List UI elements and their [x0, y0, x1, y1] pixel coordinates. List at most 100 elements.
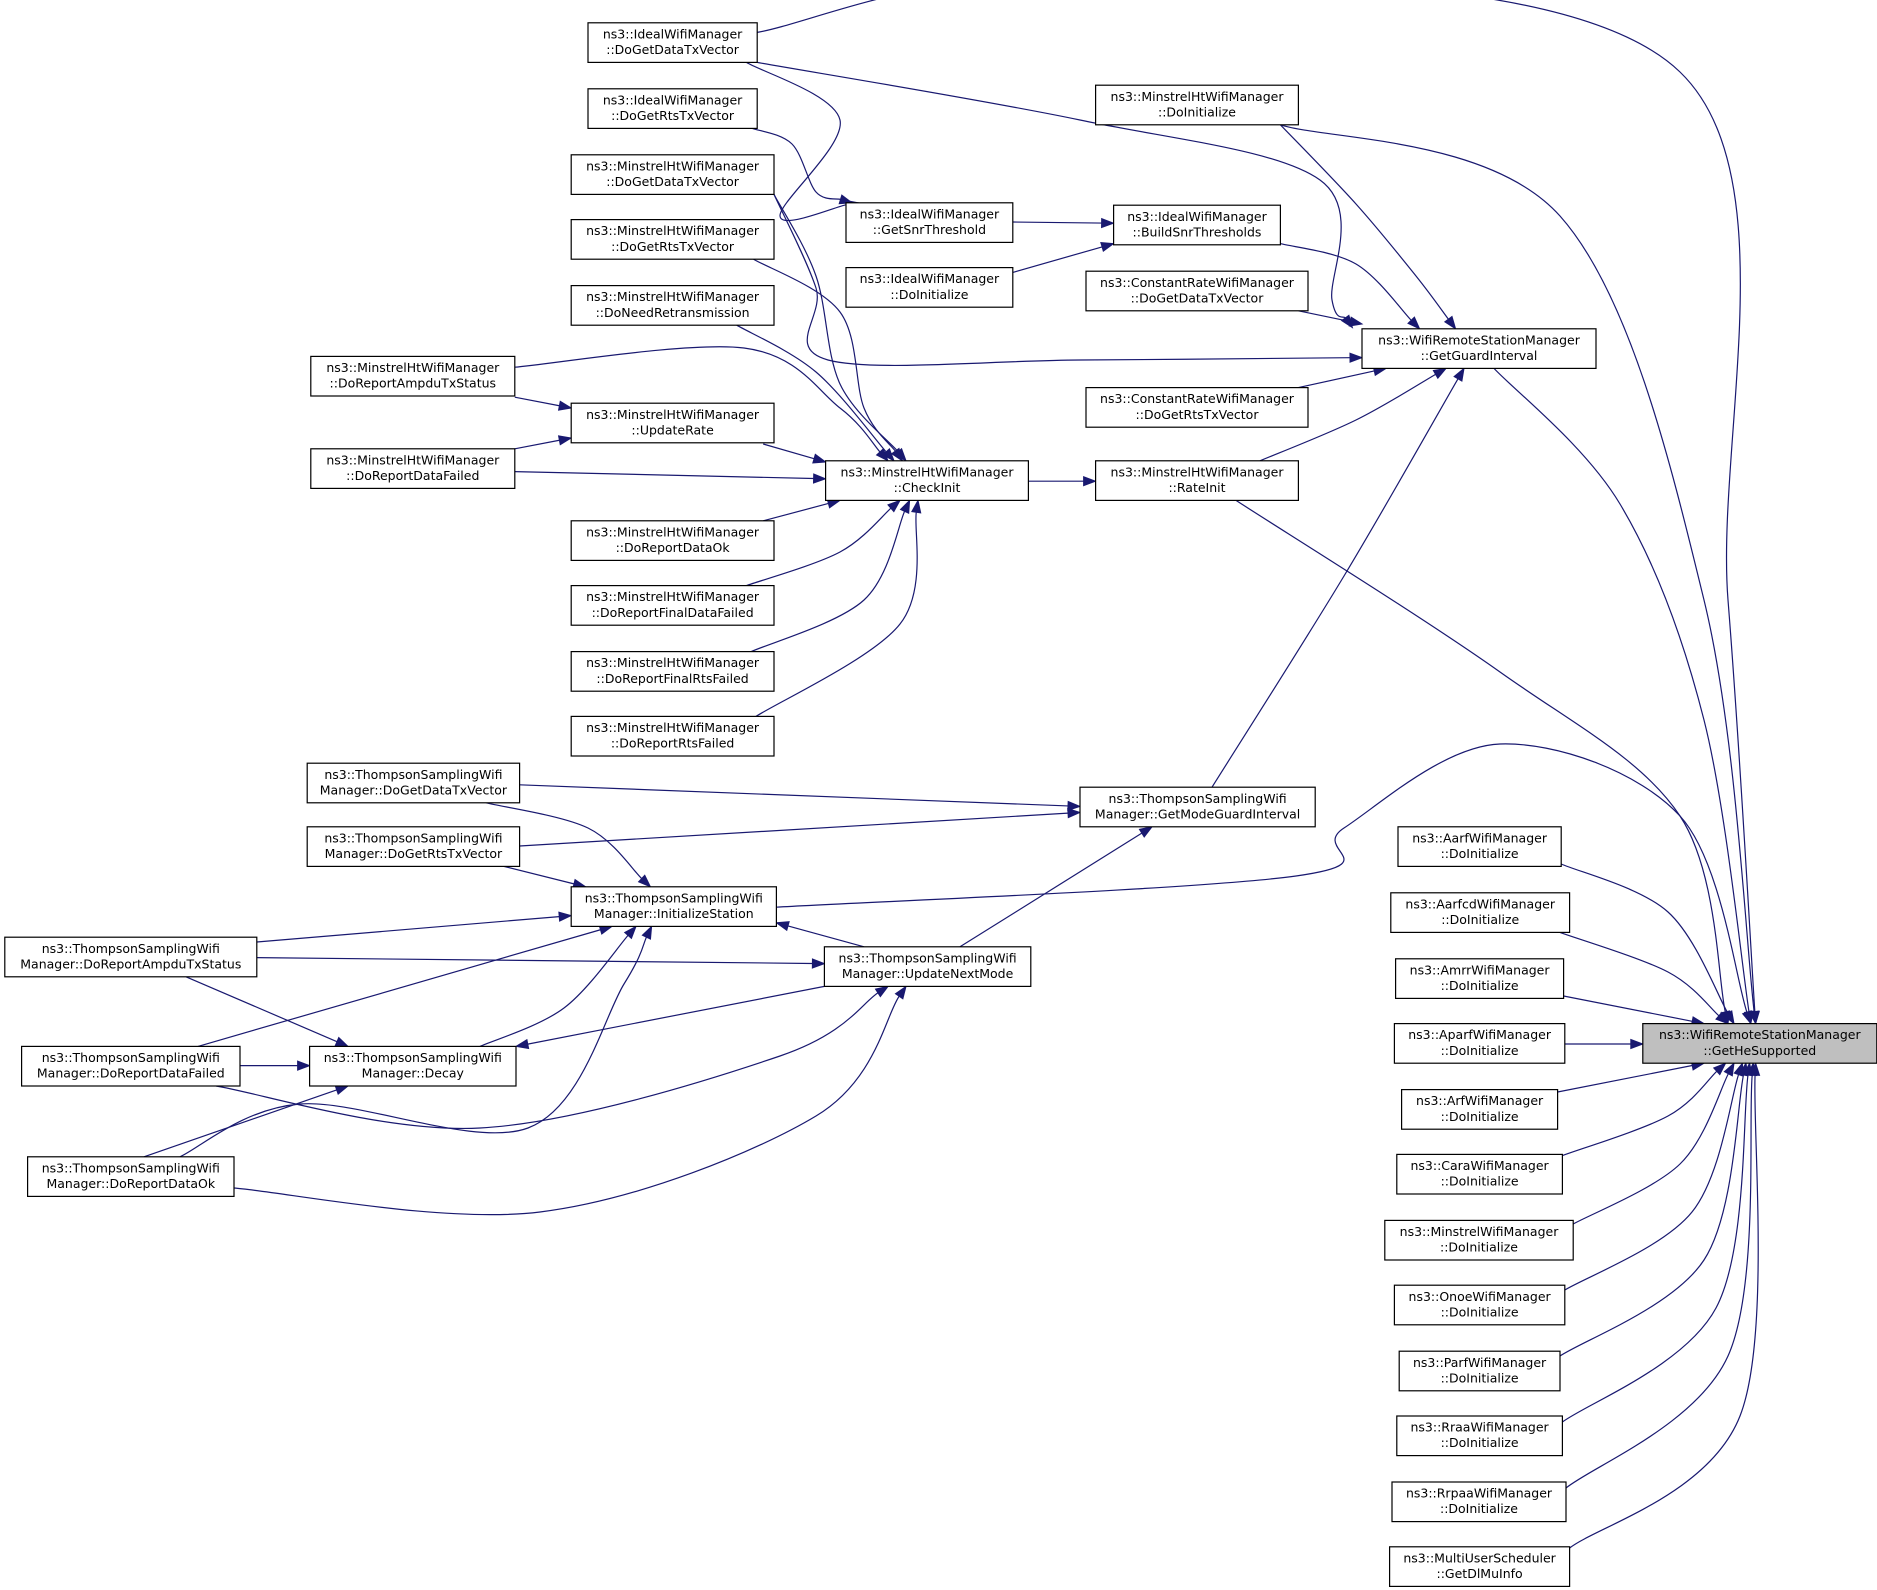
function-node-TsDoReportDataOk[interactable]: ns3::ThompsonSamplingWifiManager::DoRepo…	[27, 1156, 235, 1198]
function-node-TsDoGetDataTxVector[interactable]: ns3::ThompsonSamplingWifiManager::DoGetD…	[306, 762, 521, 804]
function-node-MhtDoReportRtsFailed[interactable]: ns3::MinstrelHtWifiManager::DoReportRtsF…	[570, 715, 775, 757]
edge-line	[773, 194, 899, 453]
function-node-AparfDoInitialize[interactable]: ns3::AparfWifiManager::DoInitialize	[1393, 1022, 1566, 1064]
function-node-MhtDoReportFinalDataFailed[interactable]: ns3::MinstrelHtWifiManager::DoReportFina…	[570, 584, 775, 626]
call-edge-AarfcdDoInitialize-to-WrsmGetHeSupported	[1559, 931, 1730, 1025]
node-box	[1112, 204, 1281, 246]
function-node-TsGetModeGuardInterval[interactable]: ns3::ThompsonSamplingWifiManager::GetMod…	[1079, 786, 1316, 828]
function-node-AmrrDoInitialize[interactable]: ns3::AmrrWifiManager::DoInitialize	[1394, 958, 1565, 999]
arrowhead	[641, 925, 653, 940]
function-node-TsUpdateNextMode[interactable]: ns3::ThompsonSamplingWifiManager::Update…	[823, 946, 1032, 987]
arrowhead	[1723, 1061, 1735, 1077]
arrowhead	[1101, 217, 1116, 229]
call-edge-CaraDoInitialize-to-WrsmGetHeSupported	[1562, 1062, 1727, 1157]
call-edge-TsDoReportAmpduTxStatus-to-TsUpdateNextMode	[256, 957, 826, 969]
function-node-IdealDoGetRtsTxVector[interactable]: ns3::IdealWifiManager::DoGetRtsTxVector	[587, 88, 758, 130]
edge-line	[1012, 221, 1102, 224]
focus-node-WrsmGetHeSupported[interactable]: ns3::WifiRemoteStationManager::GetHeSupp…	[1642, 1022, 1877, 1064]
function-node-ParfDoInitialize[interactable]: ns3::ParfWifiManager::DoInitialize	[1398, 1350, 1561, 1392]
edge-line	[1562, 1075, 1749, 1423]
call-edge-AmrrDoInitialize-to-WrsmGetHeSupported	[1563, 995, 1706, 1027]
function-node-RraaDoInitialize[interactable]: ns3::RraaWifiManager::DoInitialize	[1396, 1415, 1564, 1457]
function-node-MinstrelDoInitialize[interactable]: ns3::MinstrelWifiManager::DoInitialize	[1384, 1219, 1574, 1261]
node-box	[570, 154, 775, 196]
arrowhead	[1067, 807, 1082, 819]
function-node-MhtRateInit[interactable]: ns3::MinstrelHtWifiManager::RateInit	[1094, 460, 1299, 501]
arrowhead	[874, 985, 890, 998]
call-edge-TsDoReportDataFailed-to-TsDecay	[240, 1060, 312, 1071]
node-label-line-1: ns3::MinstrelHtWifiManager	[586, 289, 760, 304]
function-node-MusGetDlMuInfo[interactable]: ns3::MultiUserScheduler::GetDlMuInfo	[1388, 1546, 1571, 1588]
edge-line	[959, 832, 1143, 948]
edge-line	[514, 396, 560, 407]
call-edge-MhtDoNeedRetransmission-to-MhtCheckInit	[736, 324, 895, 462]
function-node-IdealBuildSnrThresholds[interactable]: ns3::IdealWifiManager::BuildSnrThreshold…	[1112, 204, 1281, 246]
node-label-line-2: ::DoReportAmpduTxStatus	[330, 376, 497, 391]
function-node-ArfDoInitialize[interactable]: ns3::ArfWifiManager::DoInitialize	[1400, 1088, 1559, 1130]
function-node-MhtUpdateRate[interactable]: ns3::MinstrelHtWifiManager::UpdateRate	[570, 402, 775, 444]
node-label-line-1: ns3::MinstrelHtWifiManager	[586, 407, 760, 422]
arrowhead	[1443, 315, 1457, 330]
call-edge-TsDoReportDataOk-to-TsUpdateNextMode	[233, 985, 907, 1216]
function-node-IdealGetSnrThreshold[interactable]: ns3::IdealWifiManager::GetSnrThreshold	[845, 202, 1014, 244]
function-node-AarfcdDoInitialize[interactable]: ns3::AarfcdWifiManager::DoInitialize	[1390, 892, 1571, 933]
function-node-MhtDoReportDataOk[interactable]: ns3::MinstrelHtWifiManager::DoReportData…	[570, 520, 775, 561]
node-label-line-2: Manager::DoReportDataOk	[46, 1176, 215, 1191]
node-label-line-2: ::DoGetRtsTxVector	[1136, 407, 1260, 422]
function-node-OnoeDoInitialize[interactable]: ns3::OnoeWifiManager::DoInitialize	[1393, 1284, 1566, 1326]
function-node-TsDoGetRtsTxVector[interactable]: ns3::ThompsonSamplingWifiManager::DoGetR…	[306, 826, 521, 867]
node-label-line-2: ::DoReportDataOk	[616, 540, 731, 555]
function-node-IdealDoInitialize[interactable]: ns3::IdealWifiManager::DoInitialize	[845, 267, 1014, 308]
node-label-line-2: Manager::UpdateNextMode	[842, 966, 1014, 981]
edge-line	[1012, 246, 1103, 273]
function-node-MhtDoGetDataTxVector[interactable]: ns3::MinstrelHtWifiManager::DoGetDataTxV…	[570, 154, 775, 196]
function-node-CaraDoInitialize[interactable]: ns3::CaraWifiManager::DoInitialize	[1396, 1153, 1564, 1195]
function-node-TsInitializeStation[interactable]: ns3::ThompsonSamplingWifiManager::Initia…	[570, 886, 778, 927]
call-edge-AarfDoInitialize-to-WrsmGetHeSupported	[1560, 863, 1735, 1025]
node-label-line-2: ::DoInitialize	[1441, 1109, 1519, 1124]
call-edge-TsUpdateNextMode-to-TsDecay	[514, 985, 825, 1050]
function-node-MhtDoReportAmpduTxStatus[interactable]: ns3::MinstrelHtWifiManager::DoReportAmpd…	[310, 355, 516, 397]
node-label-line-1: ns3::IdealWifiManager	[1127, 209, 1267, 224]
node-label-line-2: ::DoInitialize	[1441, 1370, 1519, 1385]
arrowhead	[812, 473, 828, 484]
call-edge-MhtUpdateRate-to-MhtCheckInit	[763, 443, 827, 464]
function-node-TsDoReportAmpduTxStatus[interactable]: ns3::ThompsonSamplingWifiManager::DoRepo…	[4, 936, 258, 978]
function-node-RrpaaDoInitialize[interactable]: ns3::RrpaaWifiManager::DoInitialize	[1391, 1481, 1567, 1523]
function-node-WrsmGetGuardInterval[interactable]: ns3::WifiRemoteStationManager::GetGuardI…	[1361, 328, 1597, 369]
edge-line	[1280, 124, 1755, 1012]
node-box	[1393, 1022, 1566, 1064]
edge-line	[1235, 499, 1726, 1013]
node-label-line-1: ns3::MinstrelHtWifiManager	[326, 360, 500, 375]
call-edge-MhtDoReportAmpduTxStatus-to-MhtCheckInit	[514, 346, 889, 462]
edge-line	[1298, 370, 1375, 389]
function-node-MhtDoReportDataFailed[interactable]: ns3::MinstrelHtWifiManager::DoReportData…	[310, 448, 516, 489]
function-node-MhtDoInitialize[interactable]: ns3::MinstrelHtWifiManager::DoInitialize	[1094, 84, 1299, 126]
node-label-line-1: ns3::AparfWifiManager	[1408, 1027, 1552, 1042]
edge-line	[750, 511, 906, 653]
function-node-IdealDoGetDataTxVector[interactable]: ns3::IdealWifiManager::DoGetDataTxVector	[587, 22, 758, 63]
arrowhead	[1348, 316, 1364, 327]
function-node-MhtDoGetRtsTxVector[interactable]: ns3::MinstrelHtWifiManager::DoGetRtsTxVe…	[570, 219, 775, 260]
function-node-CrDoGetRtsTxVector[interactable]: ns3::ConstantRateWifiManager::DoGetRtsTx…	[1085, 387, 1309, 428]
edge-line	[233, 995, 900, 1216]
function-node-MhtDoReportFinalRtsFailed[interactable]: ns3::MinstrelHtWifiManager::DoReportFina…	[570, 650, 775, 692]
node-box	[824, 460, 1029, 501]
function-node-MhtCheckInit[interactable]: ns3::MinstrelHtWifiManager::CheckInit	[824, 460, 1029, 501]
function-node-TsDoReportDataFailed[interactable]: ns3::ThompsonSamplingWifiManager::DoRepo…	[21, 1045, 241, 1087]
node-label-line-1: ns3::ThompsonSamplingWifi	[42, 1050, 220, 1065]
edge-line	[215, 992, 879, 1130]
node-label-line-1: ns3::MinstrelHtWifiManager	[586, 720, 760, 735]
node-box	[1085, 270, 1309, 312]
function-node-AarfDoInitialize[interactable]: ns3::AarfWifiManager::DoInitialize	[1397, 826, 1562, 867]
edge-line	[1572, 1073, 1729, 1225]
node-label-line-2: ::UpdateRate	[631, 422, 714, 437]
edge-line	[773, 194, 1351, 366]
node-label-line-1: ns3::RraaWifiManager	[1411, 1420, 1550, 1435]
function-node-CrDoGetDataTxVector[interactable]: ns3::ConstantRateWifiManager::DoGetDataT…	[1085, 270, 1309, 312]
edge-line	[1259, 373, 1436, 462]
node-label-line-1: ns3::ThompsonSamplingWifi	[42, 941, 220, 956]
function-node-MhtDoNeedRetransmission[interactable]: ns3::MinstrelHtWifiManager::DoNeedRetran…	[570, 285, 775, 326]
